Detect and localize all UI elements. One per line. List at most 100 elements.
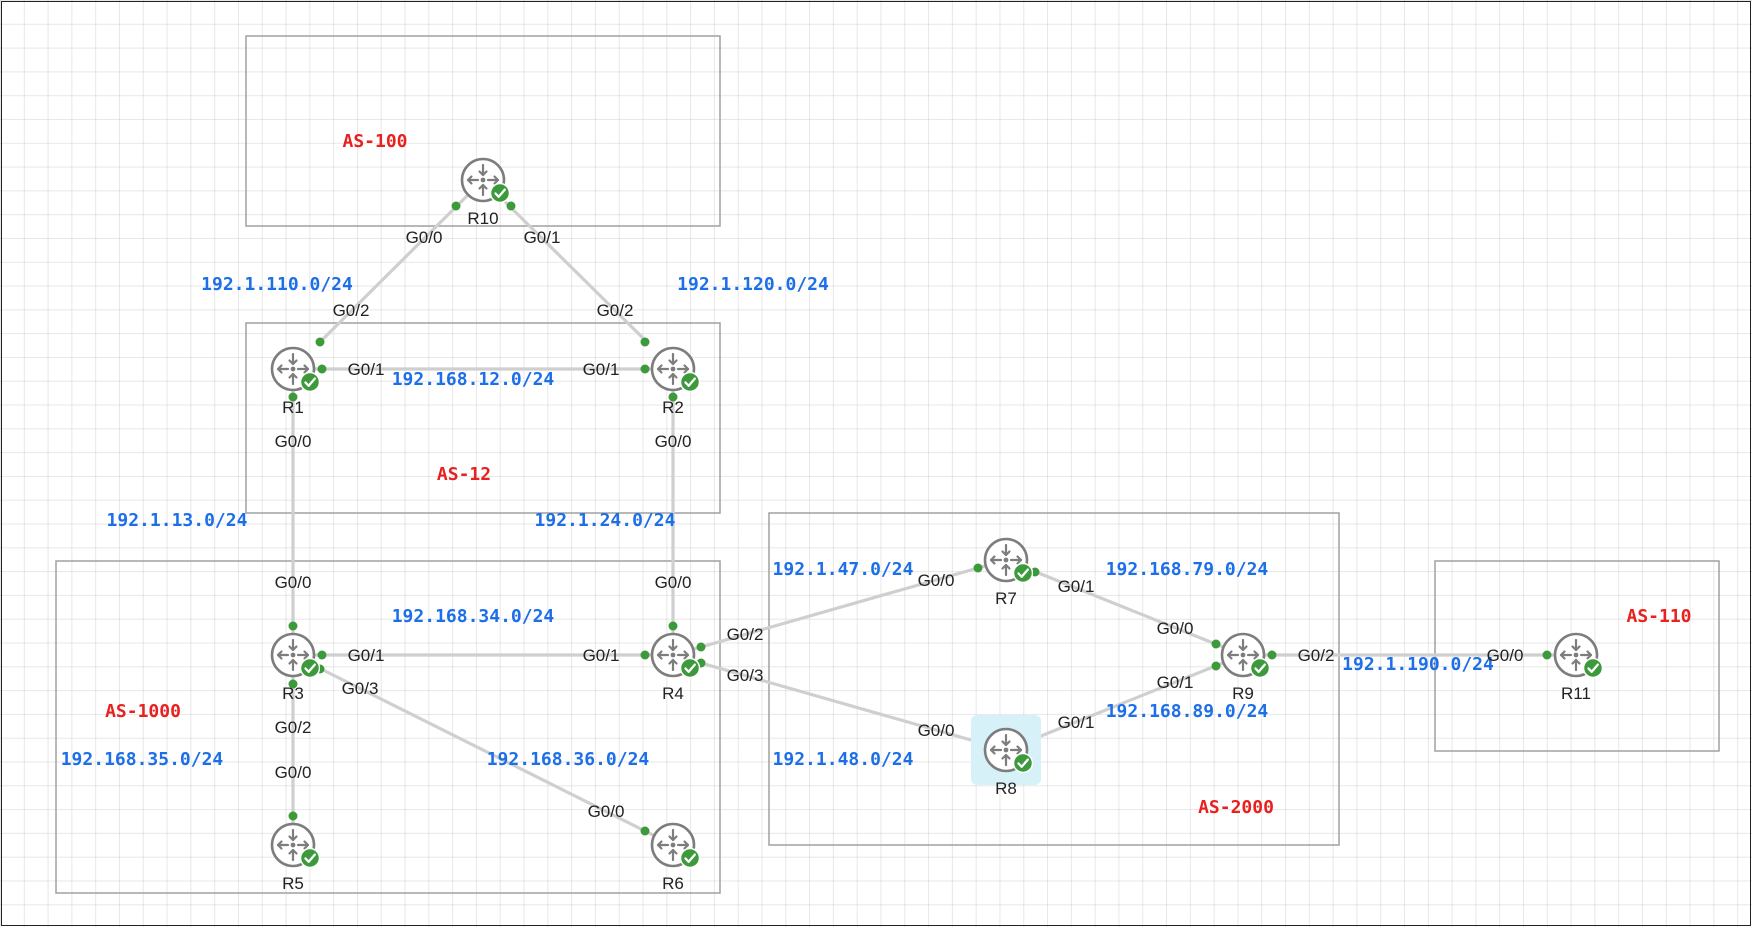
as100-label[interactable]: AS-100: [342, 131, 407, 152]
interface-label[interactable]: G0/2: [333, 301, 370, 320]
router-r7[interactable]: R7: [983, 537, 1033, 608]
network-label[interactable]: 192.1.47.0/24: [773, 559, 914, 580]
as-boxes: [55, 35, 1720, 894]
port-dot[interactable]: [640, 364, 650, 374]
port-dot[interactable]: [317, 650, 327, 660]
check-icon: [680, 658, 700, 678]
router-r3[interactable]: R3: [270, 632, 320, 703]
port-dot[interactable]: [668, 392, 678, 402]
interface-label[interactable]: G0/0: [918, 571, 955, 590]
port-dot[interactable]: [317, 364, 327, 374]
network-label[interactable]: 192.168.89.0/24: [1106, 701, 1269, 722]
interface-label[interactable]: G0/3: [727, 666, 764, 685]
interface-label[interactable]: G0/0: [1487, 646, 1524, 665]
as12-box[interactable]: [245, 322, 721, 514]
interface-label[interactable]: G0/0: [406, 228, 443, 247]
interface-label[interactable]: G0/1: [524, 228, 561, 247]
as1000-label[interactable]: AS-1000: [105, 701, 181, 722]
network-label[interactable]: 192.168.34.0/24: [392, 606, 555, 627]
router-name: R6: [662, 874, 684, 893]
router-r4[interactable]: R4: [650, 632, 700, 703]
link-r4-r7[interactable]: [672, 558, 1007, 657]
network-label[interactable]: 192.1.13.0/24: [107, 510, 248, 531]
port-dot[interactable]: [315, 337, 325, 347]
port-dot[interactable]: [1542, 650, 1552, 660]
interface-label[interactable]: G0/2: [727, 625, 764, 644]
interface-label[interactable]: G0/2: [275, 718, 312, 737]
interface-label[interactable]: G0/0: [275, 573, 312, 592]
port-dot[interactable]: [973, 563, 983, 573]
interface-label[interactable]: G0/0: [275, 763, 312, 782]
interface-label[interactable]: G0/1: [1157, 673, 1194, 692]
router-r6[interactable]: R6: [650, 822, 700, 893]
router-r5[interactable]: R5: [270, 822, 320, 893]
network-label[interactable]: 192.168.35.0/24: [61, 749, 224, 770]
check-icon: [300, 848, 320, 868]
network-label[interactable]: 192.1.110.0/24: [201, 274, 353, 295]
interface-label[interactable]: G0/0: [655, 432, 692, 451]
router-r2[interactable]: R2: [650, 346, 700, 417]
interface-dots: [288, 201, 1552, 836]
port-dot[interactable]: [451, 201, 461, 211]
port-dot[interactable]: [696, 642, 706, 652]
router-name: R4: [662, 684, 684, 703]
as110-label[interactable]: AS-110: [1626, 606, 1691, 627]
network-label[interactable]: 192.1.120.0/24: [677, 274, 829, 295]
port-dot[interactable]: [640, 337, 650, 347]
interface-label[interactable]: G0/0: [275, 432, 312, 451]
router-r8[interactable]: R8: [983, 727, 1033, 798]
check-icon: [1013, 563, 1033, 583]
interface-label[interactable]: G0/1: [1058, 577, 1095, 596]
port-dot[interactable]: [288, 811, 298, 821]
link-r7-r9[interactable]: [1005, 558, 1244, 657]
link-r8-r9[interactable]: [1005, 653, 1244, 752]
port-dot[interactable]: [1211, 661, 1221, 671]
interface-label[interactable]: G0/1: [1058, 713, 1095, 732]
interface-label[interactable]: G0/0: [918, 721, 955, 740]
interface-label[interactable]: G0/0: [655, 573, 692, 592]
link-r4-r8[interactable]: [672, 653, 1007, 752]
as2000-box[interactable]: [768, 512, 1340, 846]
interface-label[interactable]: G0/1: [348, 360, 385, 379]
link-r3-r6[interactable]: [292, 653, 674, 847]
router-r10[interactable]: R10: [460, 157, 510, 228]
router-r9[interactable]: R9: [1220, 632, 1270, 703]
interface-label[interactable]: G0/0: [1157, 619, 1194, 638]
port-dot[interactable]: [288, 621, 298, 631]
router-name: R7: [995, 589, 1017, 608]
port-dot[interactable]: [506, 201, 516, 211]
interface-label[interactable]: G0/1: [583, 360, 620, 379]
as-labels: AS-100 AS-12 AS-1000 AS-2000 AS-110: [105, 131, 1691, 818]
router-r11[interactable]: R11: [1553, 632, 1603, 703]
port-dot[interactable]: [1267, 650, 1277, 660]
as100-box[interactable]: [245, 35, 721, 227]
routers: R10 R1 R2 R3 R4 R5 R: [270, 157, 1603, 893]
network-label[interactable]: 192.168.36.0/24: [487, 749, 650, 770]
interface-label[interactable]: G0/3: [342, 679, 379, 698]
port-dot[interactable]: [640, 650, 650, 660]
network-label[interactable]: 192.1.24.0/24: [535, 510, 676, 531]
interface-label[interactable]: G0/1: [583, 646, 620, 665]
network-label[interactable]: 192.1.48.0/24: [773, 749, 914, 770]
network-label[interactable]: 192.168.12.0/24: [392, 369, 555, 390]
router-name: R3: [282, 684, 304, 703]
port-dot[interactable]: [668, 621, 678, 631]
network-label[interactable]: 192.1.190.0/24: [1342, 654, 1494, 675]
as12-label[interactable]: AS-12: [437, 464, 491, 485]
as1000-box[interactable]: [55, 560, 721, 894]
port-dot[interactable]: [640, 826, 650, 836]
interface-label[interactable]: G0/0: [588, 802, 625, 821]
port-dot[interactable]: [288, 679, 298, 689]
as2000-label[interactable]: AS-2000: [1198, 797, 1274, 818]
check-icon: [490, 183, 510, 203]
router-r1[interactable]: R1: [270, 346, 320, 417]
interface-label[interactable]: G0/1: [348, 646, 385, 665]
port-dot[interactable]: [1211, 639, 1221, 649]
interface-label[interactable]: G0/2: [597, 301, 634, 320]
network-label[interactable]: 192.168.79.0/24: [1106, 559, 1269, 580]
interface-label[interactable]: G0/2: [1298, 646, 1335, 665]
router-name: R9: [1232, 684, 1254, 703]
port-dot[interactable]: [288, 392, 298, 402]
